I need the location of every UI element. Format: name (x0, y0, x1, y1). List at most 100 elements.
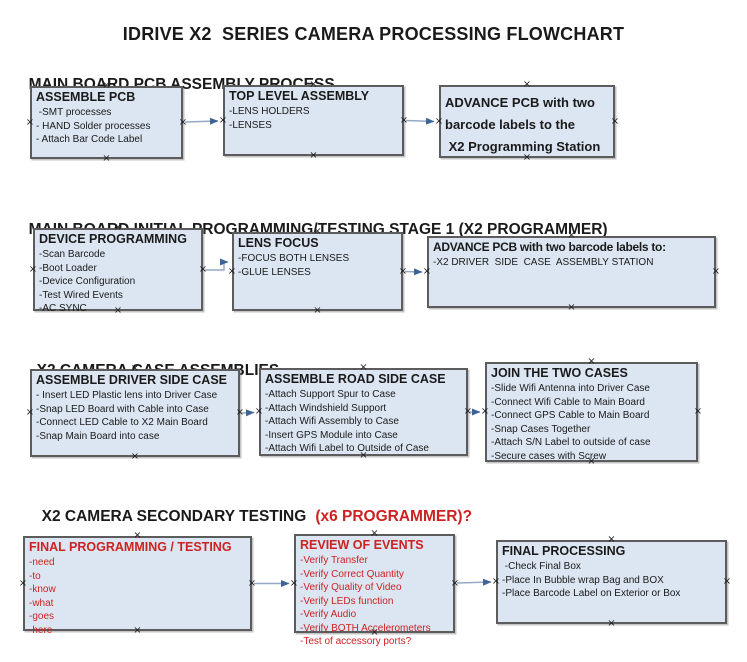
box-item: -Verify LEDs function (300, 595, 394, 607)
box-title: REVIEW OF EVENTS (300, 538, 424, 552)
flow-box-lens-focus: LENS FOCUS -FOCUS BOTH LENSES-GLUE LENSE… (228, 227, 407, 316)
connection-handle-icon: × (422, 266, 432, 277)
connection-handle-icon: × (313, 305, 322, 316)
arrow-connector (405, 117, 435, 125)
arrow-connector (184, 117, 219, 125)
box-title: ADVANCE PCB with two barcode labels to: (433, 240, 666, 254)
box-items: - Insert LED Plastic lens into Driver Ca… (36, 389, 234, 443)
box-item: -Insert GPS Module into Case (265, 429, 398, 441)
connection-handle-icon: × (607, 618, 616, 629)
box-item: -Verify Correct Quantity (300, 568, 404, 580)
connection-handle-icon: × (722, 576, 732, 587)
box-item: -need (29, 557, 55, 568)
box-item: -LENS HOLDERS (229, 106, 310, 117)
box-text-line: barcode labels to the (445, 117, 576, 132)
box-item: -Test of accessory ports? (300, 636, 412, 647)
box-items: -X2 DRIVER SIDE CASE ASSEMBLY STATION (433, 256, 710, 270)
box-items: -SMT processes - HAND Solder processes - A… (36, 106, 177, 147)
box-title: ASSEMBLE PCB (36, 90, 136, 104)
box-item: -Attach S/N Label to outside of case (491, 437, 651, 448)
box-item: -Connect Wifi Cable to Main Board (491, 396, 645, 408)
flow-box-top-level-assembly: TOP LEVEL ASSEMBLY -LENS HOLDERS-LENSES … (219, 80, 408, 161)
box-item: -Connect GPS Cable to Main Board (491, 410, 650, 421)
connection-handle-icon: × (247, 577, 257, 589)
box-item: -Scan Barcode (39, 249, 106, 260)
box-item: -Secure cases with Screw (491, 450, 607, 462)
connection-handle-icon: × (398, 265, 408, 277)
box-item: -Place Barcode Label on Exterior or Box (502, 588, 681, 599)
connection-handle-icon: × (309, 150, 318, 161)
box-title: JOIN THE TWO CASES (491, 366, 628, 380)
box-item: -Attach Wifi Assembly to Case (265, 416, 399, 427)
connection-handle-icon: × (227, 265, 237, 277)
heading-text: X2 CAMERA SECONDARY TESTING (41, 508, 307, 525)
connection-handle-icon: × (289, 577, 299, 589)
box-item: -know (29, 584, 56, 595)
box-item: -Attach Support Spur to Case (265, 389, 396, 400)
box-item: -Connect LED Cable to X2 Main Board (36, 417, 208, 428)
box-items: -Verify Transfer -Verify Correct Quantity… (300, 554, 449, 649)
box-item: -Device Configuration (39, 276, 136, 287)
box-item: -Verify Transfer (300, 555, 368, 566)
box-item: - Attach Bar Code Label (36, 134, 143, 145)
connection-handle-icon: × (711, 266, 721, 277)
connection-handle-icon: × (28, 263, 38, 275)
connection-handle-icon: × (463, 406, 473, 417)
box-item: -Slide Wifi Antenna into Driver Case (491, 383, 650, 394)
box-item: -here (29, 624, 53, 636)
box-item: -Attach Wifi Label to Outside of Case (265, 443, 429, 454)
box-item: -Check Final Box (502, 561, 581, 572)
box-items: -FOCUS BOTH LENSES-GLUE LENSES (238, 252, 397, 279)
box-item: -Test Wired Events (39, 289, 123, 301)
box-items: -Attach Support Spur to Case -Attach Wind… (265, 388, 462, 456)
arrow-connector (404, 268, 423, 276)
box-title: ASSEMBLE DRIVER SIDE CASE (36, 373, 228, 387)
flow-box-final-processing: FINAL PROCESSING -Check Final Box-Place … (492, 535, 731, 629)
box-item: -LENSES (229, 119, 272, 131)
box-item: -Boot Loader (39, 262, 97, 274)
box-item: -Snap Cases Together (491, 423, 591, 435)
connection-handle-icon: × (198, 263, 208, 275)
box-item: - Insert LED Plastic lens into Driver Ca… (36, 390, 218, 401)
box-title: ASSEMBLE ROAD SIDE CASE (265, 372, 446, 386)
box-items: -LENS HOLDERS -LENSES (229, 105, 398, 132)
box-text-line: ADVANCE PCB with two (445, 95, 595, 110)
connection-handle-icon: × (235, 407, 245, 418)
connection-handle-icon: × (693, 406, 703, 417)
box-item: -goes (29, 611, 55, 622)
box-item: -Snap LED Board with Cable into Case (36, 403, 209, 415)
connection-handle-icon: × (434, 115, 444, 127)
connection-handle-icon: × (18, 577, 28, 589)
box-title: TOP LEVEL ASSEMBLY (229, 89, 370, 103)
connection-handle-icon: × (25, 407, 35, 418)
connection-handle-icon: × (130, 451, 140, 462)
box-text-line: X2 Programming Station (445, 139, 601, 154)
flow-box-assemble-driver-side-case: ASSEMBLE DRIVER SIDE CASE - Insert LED P… (26, 364, 244, 462)
flow-box-advance-pcb-driver-side-station: ADVANCE PCB with two barcode labels to: … (423, 231, 720, 313)
box-items: -Check Final Box -Place In Bubble wrap Ba… (502, 560, 721, 601)
arrow-connector (456, 578, 492, 586)
box-item: -Verify Audio (300, 609, 357, 620)
box-item: -FOCUS BOTH LENSES (238, 253, 350, 264)
connection-handle-icon: × (102, 153, 111, 164)
connection-handle-icon: × (491, 576, 501, 587)
box-item: -X2 DRIVER SIDE CASE ASSEMBLY STATION (433, 257, 654, 268)
connection-handle-icon: × (567, 302, 576, 313)
flow-box-final-programming-testing: FINAL PROGRAMMING / TESTING -need-to-kno… (19, 531, 256, 636)
box-items: -need-to-know-what-goes-here (29, 556, 246, 637)
connection-handle-icon: × (522, 79, 532, 90)
box-item: -Place In Bubble wrap Bag and BOX (502, 574, 664, 586)
connection-handle-icon: × (610, 115, 620, 127)
connection-handle-icon: × (178, 116, 188, 128)
flow-box-review-of-events: REVIEW OF EVENTS -Verify Transfer-Verify… (290, 529, 459, 648)
box-item: -SMT processes (36, 107, 112, 118)
box-item: - HAND Solder processes (36, 120, 151, 132)
box-item: -to (29, 570, 41, 582)
box-item: -Attach Windshield Support (265, 402, 387, 414)
flow-box-device-programming: DEVICE PROGRAMMING -Scan Barcode-Boot Lo… (29, 223, 207, 316)
box-item: -Verify BOTH Accelerometers (300, 622, 431, 634)
box-item: -Verify Quality of Video (300, 582, 402, 593)
connection-handle-icon: × (399, 114, 409, 126)
heading-suffix-red: (x6 PROGRAMMER)? (315, 508, 473, 525)
arrow-connector-elbow (205, 258, 229, 271)
